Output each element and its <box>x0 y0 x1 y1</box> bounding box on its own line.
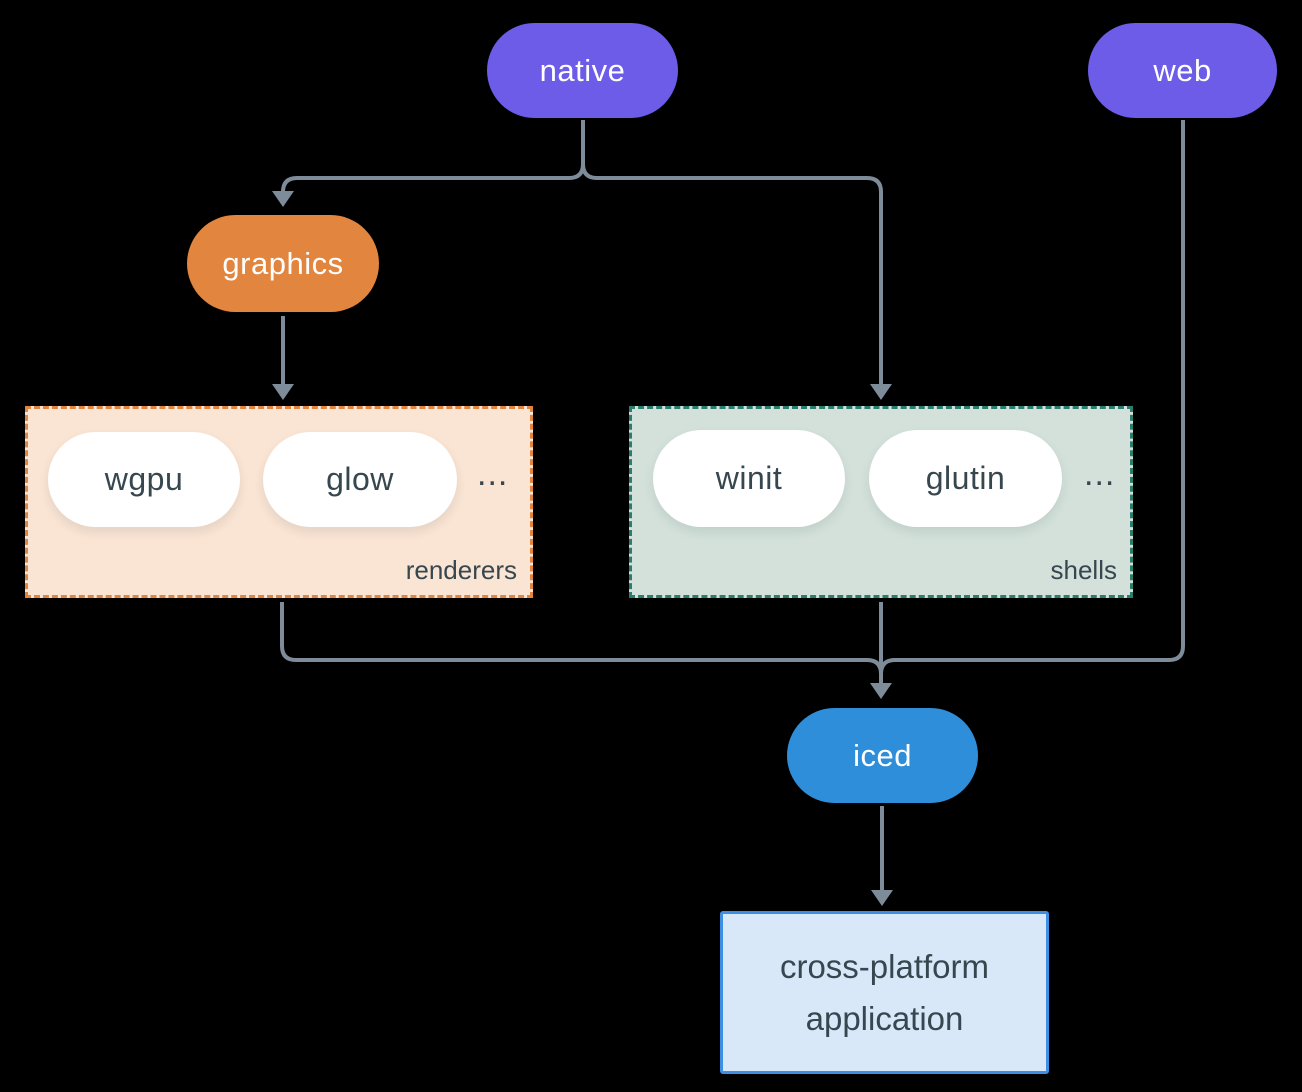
node-glutin: glutin <box>869 430 1062 527</box>
renderers-more-ellipsis: ... <box>477 455 509 493</box>
node-graphics-label: graphics <box>222 245 344 281</box>
arrowhead-graphics <box>272 191 294 207</box>
node-winit: winit <box>653 430 845 527</box>
node-glow-label: glow <box>326 461 394 497</box>
node-graphics: graphics <box>187 215 379 312</box>
group-shells-label: shells <box>1050 555 1117 585</box>
node-glutin-label: glutin <box>925 460 1006 496</box>
arrowhead-shells <box>870 384 892 400</box>
node-wgpu-label: wgpu <box>104 461 184 497</box>
node-app-label: cross-platform application <box>779 948 990 1037</box>
node-web-label: web <box>1153 52 1212 88</box>
shells-more-ellipsis: ... <box>1084 455 1116 493</box>
node-web: web <box>1088 23 1277 118</box>
arrowhead-app <box>871 890 893 906</box>
group-renderers-label: renderers <box>405 555 517 585</box>
node-wgpu: wgpu <box>48 432 240 527</box>
node-native-label: native <box>539 52 626 88</box>
node-native: native <box>487 23 678 118</box>
edge-renderers-to-iced <box>280 602 883 684</box>
node-cross-platform-application: cross-platform application <box>720 911 1049 1074</box>
node-glow: glow <box>263 432 457 527</box>
edge-native-to-graphics <box>281 120 585 193</box>
arrowhead-renderers <box>272 384 294 400</box>
node-iced-label: iced <box>853 737 912 773</box>
arrowhead-iced <box>870 683 892 699</box>
edge-native-to-shells <box>581 120 883 384</box>
node-winit-label: winit <box>715 460 783 496</box>
node-iced: iced <box>787 708 978 803</box>
edge-web-to-iced <box>879 120 1185 684</box>
